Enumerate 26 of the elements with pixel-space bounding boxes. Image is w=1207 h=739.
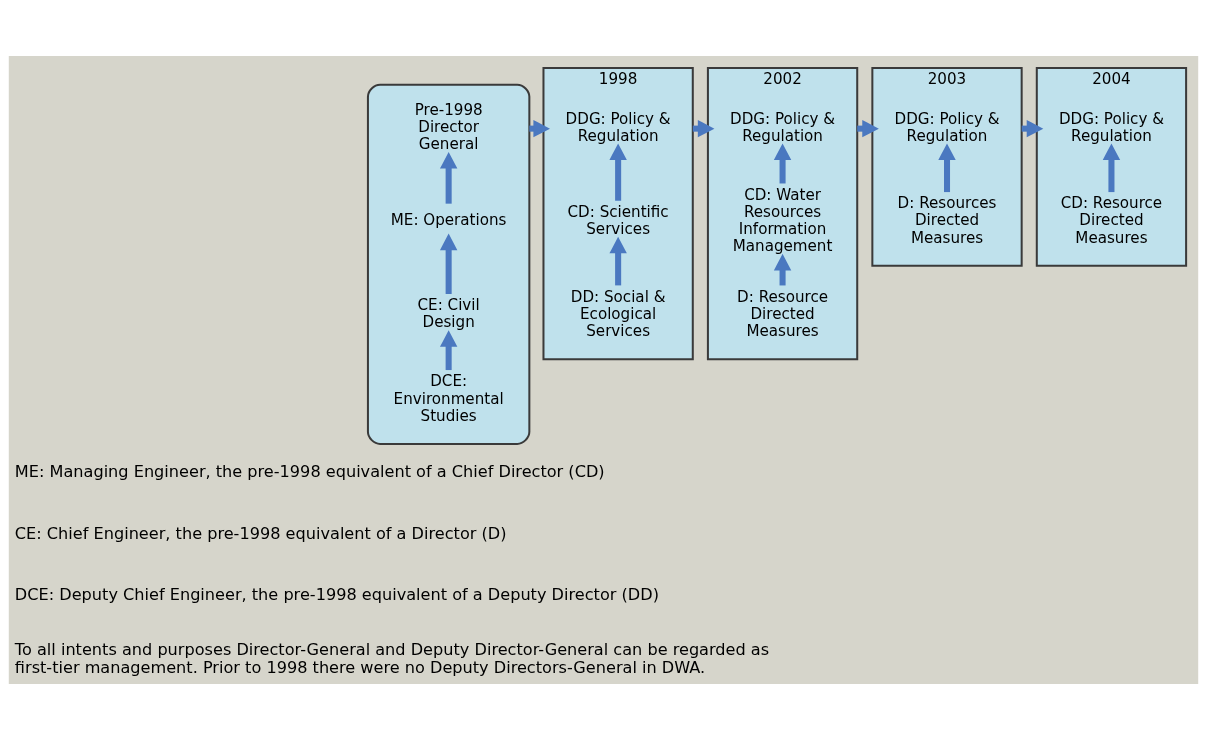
node-text: CD: Scientific Services bbox=[567, 202, 669, 238]
arrow bbox=[938, 142, 956, 192]
node-text: D: Resource Directed Measures bbox=[737, 287, 829, 340]
node-text: DDG: Policy & Regulation bbox=[565, 109, 671, 145]
cluster bbox=[366, 83, 531, 445]
node-text: CE: Civil Design bbox=[417, 295, 480, 331]
node-text: DDG: Policy & Regulation bbox=[1058, 109, 1164, 145]
arrow bbox=[439, 151, 458, 204]
label: DCE: Deputy Chief Engineer, the pre-1998 equivalent of a Deputy Director (DD) bbox=[14, 584, 659, 604]
node-text: DCE: Environmental Studies bbox=[393, 371, 504, 425]
node-text: D: Resources Directed Measures bbox=[897, 193, 997, 247]
node-text: CD: Resource Directed Measures bbox=[1060, 193, 1163, 247]
arrow bbox=[609, 142, 627, 201]
label: CE: Chief Engineer, the pre-1998 equivalent of a Director (D) bbox=[14, 523, 507, 543]
arrow bbox=[1102, 142, 1121, 192]
node-text: DDG: Policy & Regulation bbox=[730, 109, 836, 145]
node-text: DD: Social & Ecological Services bbox=[570, 287, 666, 340]
arrow bbox=[609, 236, 627, 285]
node-text: CD: Water Resources Information Management bbox=[732, 185, 833, 255]
node-text: DDG: Policy & Regulation bbox=[894, 109, 1000, 145]
label: To all intents and purposes Director-General and Deputy Director-General can be regarded as first-tier management. Prior to 1998 there were no Deputy Directors-General in DWA. bbox=[14, 639, 770, 677]
node-text: ME: Operations bbox=[390, 210, 507, 229]
label: ME: Managing Engineer, the pre-1998 equivalent of a Chief Director (CD) bbox=[14, 461, 605, 481]
node-text: Pre-1998 Director General bbox=[414, 100, 483, 153]
arrow bbox=[439, 233, 458, 294]
arrow bbox=[439, 329, 458, 370]
